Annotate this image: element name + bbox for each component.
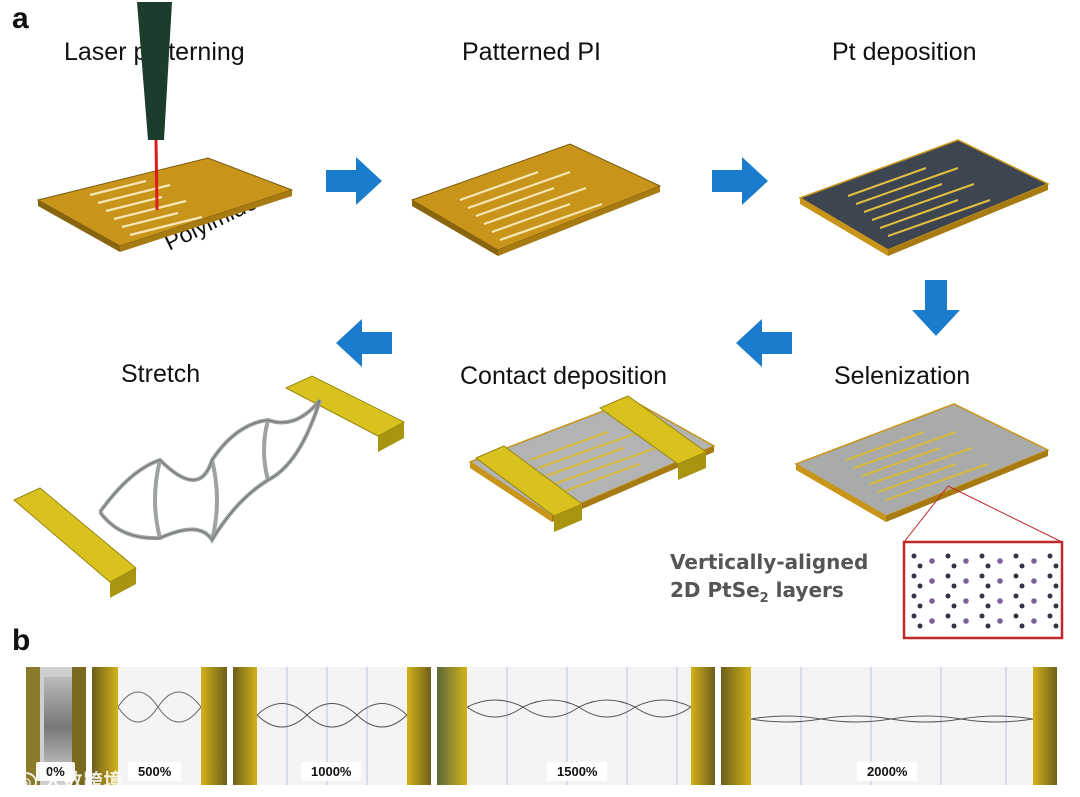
polyimide-sheet-2 (410, 143, 662, 256)
fabrication-process-diagram (13, 2, 1064, 640)
step-pt-deposition: Pt deposition (832, 38, 977, 66)
arrow-left-icon (336, 319, 392, 367)
strain-label-1000: 1000% (301, 762, 362, 781)
photo-2000-percent: 2000% (721, 667, 1057, 785)
step-contact-deposition: Contact deposition (460, 362, 668, 390)
arrow-right-icon (712, 157, 768, 205)
photo-0-percent: 0% (26, 667, 86, 785)
step-stretch: Stretch (121, 360, 201, 388)
step-patterned-pi: Patterned PI (462, 38, 601, 66)
photo-1500-percent: 1500% (437, 667, 715, 785)
photo-500-percent: 500% (92, 667, 227, 785)
strain-label-500: 500% (128, 762, 182, 781)
platinum-sheet (798, 139, 1050, 256)
strain-label-0: 0% (36, 762, 75, 781)
laser-nozzle (137, 2, 172, 211)
ptse2-sheet (794, 403, 1063, 543)
photo-1000-percent: 1000% (233, 667, 431, 785)
inset-note-line1: Vertically-aligned (670, 550, 869, 574)
strain-label-2000: 2000% (857, 762, 918, 781)
arrow-down-icon (912, 280, 960, 336)
stretched-device (13, 375, 406, 598)
watermark: ◎ 大数跨境 (14, 766, 124, 793)
inset-note: Vertically-aligned 2D PtSe2 layers (670, 548, 868, 608)
watermark-logo-icon: ◎ (14, 772, 38, 792)
contact-sheet (468, 395, 716, 532)
ptse2-layers-inset (902, 540, 1064, 640)
step-selenization: Selenization (834, 362, 971, 390)
strain-label-1500: 1500% (547, 762, 608, 781)
inset-note-line2: 2D PtSe2 layers (670, 578, 844, 606)
panel-b-label: b (12, 624, 31, 657)
arrow-left-icon (736, 319, 792, 367)
arrow-right-icon (326, 157, 382, 205)
panel-a-label: a (12, 2, 29, 35)
laser-beam (154, 139, 159, 211)
polyimide-sheet-1 (36, 157, 294, 252)
